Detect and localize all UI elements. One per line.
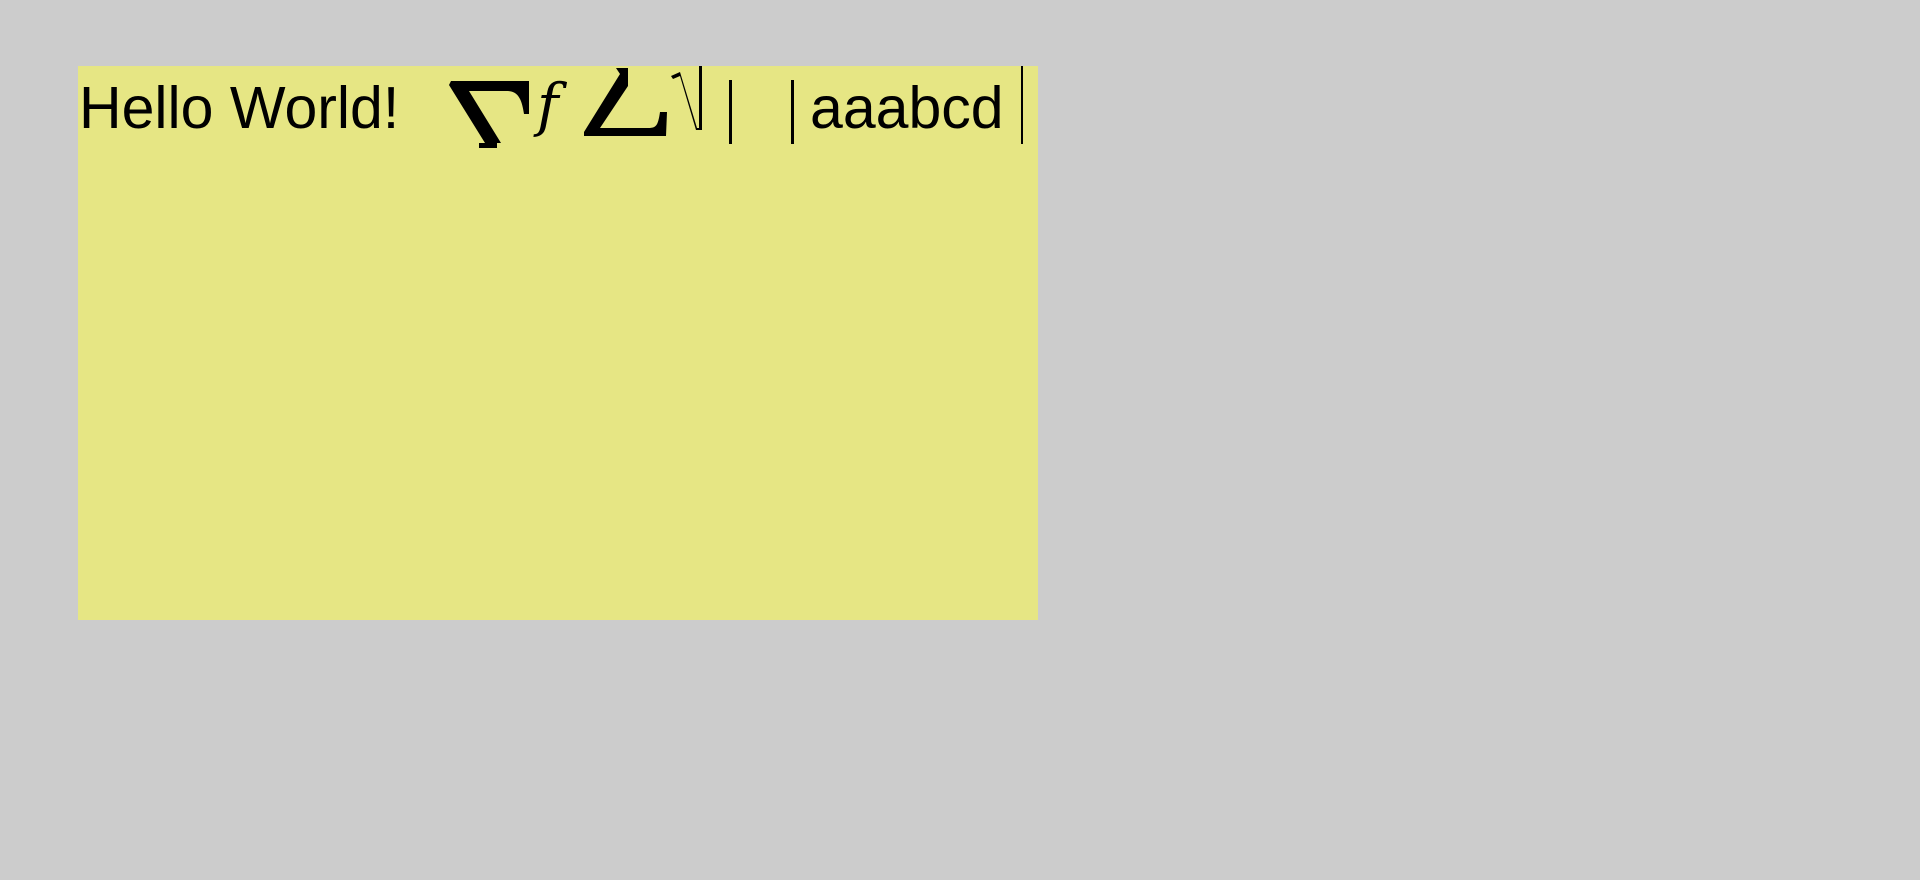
sqrt-icon — [671, 66, 702, 130]
function-symbol: f — [537, 71, 559, 139]
text-caret — [1021, 66, 1023, 144]
summation-icon — [449, 81, 529, 148]
tail-text: aaabcd — [810, 75, 1004, 141]
angle-icon — [584, 68, 667, 136]
editor-line-1: Hello World! f aaabcd — [78, 66, 1038, 166]
vertical-bar-right — [791, 80, 794, 144]
text-editor-area[interactable]: Hello World! f aaabcd — [78, 66, 1038, 620]
hello-world-text: Hello World! — [79, 75, 400, 141]
vertical-bar-left — [729, 80, 732, 144]
